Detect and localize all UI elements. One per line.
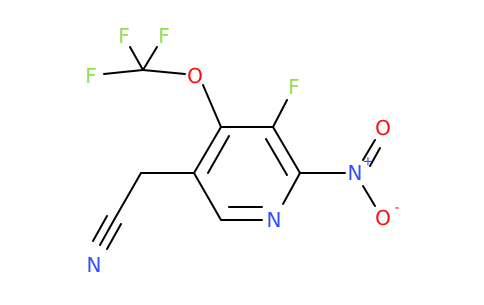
bond-n-o-top xyxy=(362,139,376,161)
bond-c-f3 xyxy=(103,69,144,75)
bond-o-c4 xyxy=(202,84,222,128)
fluorine-ring-label: F xyxy=(288,75,300,99)
bond-c-o-ether xyxy=(142,69,186,75)
nitro-oxygen-bottom-label: O xyxy=(375,206,391,230)
bond-c5-c4-double xyxy=(207,135,230,174)
bond-n-o-bottom xyxy=(362,185,376,207)
bond-c5-c4 xyxy=(193,126,222,174)
bond-c3-f xyxy=(272,99,288,128)
bond-nitrile-3 xyxy=(92,215,108,242)
bond-c2-n1 xyxy=(282,172,301,205)
bond-ch2-c-nitrile xyxy=(113,172,142,221)
bond-c3-c2-double xyxy=(265,138,288,176)
nitro-nitrogen-charge: + xyxy=(363,155,374,170)
bond-nitrile-2 xyxy=(106,223,122,250)
bond-c6-c5 xyxy=(193,172,222,221)
oxygen-ether-label: O xyxy=(187,64,203,88)
ring-nitrogen-label: N xyxy=(267,208,282,232)
bond-c-f1 xyxy=(129,46,144,71)
bonds xyxy=(92,46,381,250)
atom-labels: F F F O F N O O N N xyxy=(85,24,391,277)
nitro-nitrogen-label: N xyxy=(348,161,363,185)
nitrile-nitrogen-label: N xyxy=(87,253,102,277)
bond-c3-c2 xyxy=(272,126,301,174)
fluorine-label-3: F xyxy=(85,64,97,88)
fluorine-label-2: F xyxy=(158,24,170,48)
fluorine-label-1: F xyxy=(118,24,130,48)
bond-n-o-top-double xyxy=(369,147,381,167)
nitro-oxygen-charge: - xyxy=(395,201,400,216)
bond-nitrile-1 xyxy=(99,219,115,246)
bond-c-f2 xyxy=(142,46,158,71)
nitro-oxygen-top-label: O xyxy=(375,116,391,140)
charge-labels: + - xyxy=(363,155,400,216)
